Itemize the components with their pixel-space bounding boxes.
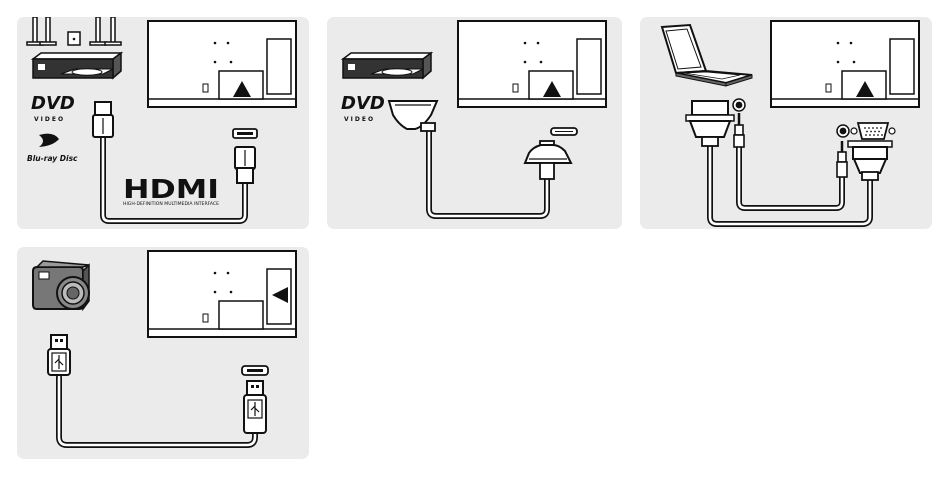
scart-plug-icon	[389, 101, 437, 131]
tv-back-icon	[148, 21, 296, 107]
usb-connection-diagram	[17, 247, 309, 459]
panel-usb-connection	[17, 247, 309, 459]
usb-plug-icon	[244, 381, 266, 433]
hdmi-plug-icon	[93, 102, 113, 137]
scart-cable	[429, 129, 547, 216]
vga-connection-diagram	[640, 17, 932, 229]
dvd-logo-sub: VIDEO	[34, 116, 65, 123]
hdmi-port-icon	[233, 129, 257, 138]
panel-scart-connection: DVD VIDEO	[327, 17, 622, 229]
scart-connection-diagram: DVD VIDEO	[327, 17, 622, 229]
vga-plug-icon	[848, 141, 892, 180]
panel-hdmi-connection: DVD VIDEO Blu-ray Disc HDMI HIGH-DEFINIT…	[17, 17, 309, 229]
dvd-logo-icon: DVD	[31, 93, 75, 114]
audio-jack-icon	[837, 141, 847, 177]
panel-vga-connection	[640, 17, 932, 229]
audio-port-icon	[733, 99, 745, 111]
subwoofer-icon	[68, 32, 80, 45]
scart-plug-icon	[525, 141, 571, 179]
bluray-logo-icon: Blu-ray Disc	[27, 134, 78, 163]
vga-port-icon	[851, 123, 895, 139]
dvd-player-icon	[33, 53, 121, 78]
dvd-logo-sub: VIDEO	[344, 116, 375, 123]
usb-port-icon	[242, 366, 268, 375]
laptop-icon	[662, 25, 752, 86]
bluray-logo-text: Blu-ray Disc	[27, 154, 78, 163]
camera-icon	[33, 261, 89, 309]
tv-side-icon	[148, 251, 296, 337]
hdmi-connection-diagram: DVD VIDEO Blu-ray Disc HDMI HIGH-DEFINIT…	[17, 17, 309, 229]
audio-port-icon	[837, 125, 849, 137]
tv-back-icon	[771, 21, 919, 107]
hdmi-logo-tagline: HIGH-DEFINITION MULTIMEDIA INTERFACE	[123, 201, 219, 206]
audio-jack-icon	[734, 113, 744, 147]
vga-plug-icon	[686, 101, 734, 146]
usb-plug-icon	[48, 335, 70, 375]
dvd-logo-icon: DVD	[341, 93, 385, 114]
tv-back-icon	[458, 21, 606, 107]
dvd-player-icon	[343, 53, 431, 78]
hdmi-plug-icon	[235, 147, 255, 183]
usb-cable	[59, 377, 255, 445]
scart-port-icon	[551, 128, 577, 135]
